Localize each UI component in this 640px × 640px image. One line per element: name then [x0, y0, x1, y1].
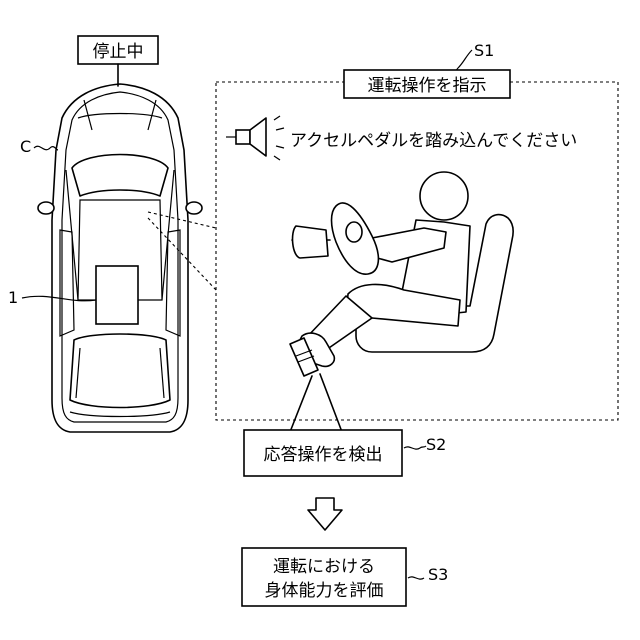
step1-box: [343, 69, 511, 99]
step3-box: [241, 547, 407, 607]
status-label: 停止中: [93, 42, 144, 62]
driver-figure: [289, 171, 514, 377]
step3-id: S3: [428, 565, 448, 584]
speaker-icon: [226, 115, 285, 161]
display-label: 1: [8, 288, 18, 307]
down-arrow-icon: [307, 497, 343, 531]
step1-label: 運転操作を指示: [368, 76, 487, 96]
step2-label: 応答操作を検出: [264, 445, 383, 465]
step2-box: [243, 429, 403, 477]
speaker-message: アクセルペダルを踏み込んでください: [290, 131, 577, 151]
step3-line1: 運転における: [273, 557, 375, 577]
step2-id: S2: [426, 435, 446, 454]
step3-line2: 身体能力を評価: [265, 581, 384, 601]
in-car-display: [95, 265, 139, 325]
step1-id: S1: [474, 41, 494, 60]
vehicle-top-view: [37, 83, 203, 433]
vehicle-label: C: [20, 137, 31, 156]
